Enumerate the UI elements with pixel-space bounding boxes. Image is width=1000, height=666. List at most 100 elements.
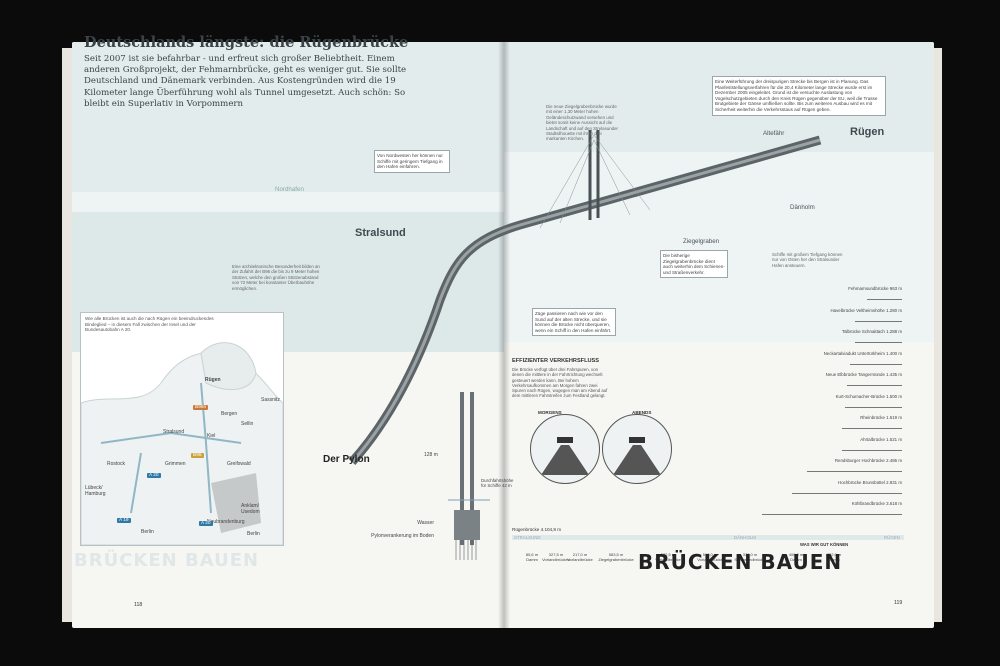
town-kiel: Kiel bbox=[207, 433, 216, 439]
segment-length: 406,0 m bbox=[788, 552, 804, 557]
place-ruegen: Rügen bbox=[850, 126, 885, 138]
town-greifswald: Greifswald bbox=[227, 461, 251, 467]
road-b96n: B96n bbox=[193, 405, 209, 410]
bridge-row: Rendsburger Hochbrücke 2.486 m bbox=[760, 458, 902, 474]
segment-name: Vorlandbrücken bbox=[542, 557, 570, 562]
callout-old-bridge: Die bisherige Ziegelgrabenbrücke dient a… bbox=[660, 250, 728, 279]
road-b96: B96 bbox=[191, 453, 204, 458]
callout-east: Schiffe mit großem Tiefgang können nur v… bbox=[772, 252, 843, 268]
bridge-length: 1.400 m bbox=[886, 350, 902, 356]
segment-length: 85,6 m bbox=[525, 552, 539, 557]
map-graphic bbox=[81, 342, 283, 545]
bridge-name-text: Fehmarnsundbrücke bbox=[848, 286, 889, 291]
end-stralsund: STRALSUND bbox=[514, 535, 541, 540]
bridge-row: Talbrücke Schnaittach 1.288 m bbox=[760, 329, 902, 345]
bridge-name-text: Rendsburger Hochbrücke bbox=[834, 458, 885, 463]
bridge-length-bar bbox=[842, 428, 902, 429]
segment-length: 327,5 m bbox=[548, 552, 564, 557]
place-daenholm: Dänholm bbox=[790, 204, 815, 211]
bridge-row: Ahrtalbrücke 1.521 m bbox=[760, 437, 902, 453]
pylon-clearance: Durchfahrtshöhe für Schiffe 42 m bbox=[481, 478, 514, 488]
bridge-name-text: Hochbrücke Brunsbüttel bbox=[838, 479, 885, 485]
bridge-name-text: Havelbrücke Veltheimshöhe bbox=[830, 307, 885, 313]
place-ziegelgraben: Ziegelgraben bbox=[683, 238, 720, 245]
bridge-row: Rheinbrücke 1.519 m bbox=[760, 415, 902, 431]
location-map: Wie alle Brücken ist auch die nach Rügen… bbox=[80, 312, 284, 546]
bridge-name-text: Neue Elbbrücke Tangermünde bbox=[825, 372, 885, 377]
segment-name: Vorlandbrücke bbox=[655, 557, 681, 562]
bridge-length-bar bbox=[807, 471, 902, 472]
bridge-name-text: Kurt-Schumacher-Brücke bbox=[835, 393, 885, 399]
bridge-length-bar bbox=[762, 514, 902, 515]
page-number-right: 119 bbox=[894, 600, 903, 606]
segment-length: 339,0 m bbox=[742, 552, 758, 557]
bridge-row: Fehmarnsundbrücke 963 m bbox=[760, 286, 902, 302]
segment-length: 217,0 m bbox=[572, 552, 588, 557]
bridge-length: 3.618 m bbox=[886, 501, 902, 506]
segment-name: Strelasundbrücke bbox=[734, 557, 766, 562]
ghost-heading: BRÜCKEN BAUEN bbox=[74, 550, 260, 571]
town-ruegen: Rügen bbox=[205, 377, 221, 383]
bridge-name: Kurt-Schumacher-Brücke 1.500 m bbox=[836, 394, 902, 399]
ruegen-profile-bar bbox=[512, 535, 904, 540]
traffic-text: Die Brücke verfügt über drei Fahrspuren,… bbox=[512, 367, 608, 399]
town-anklam: Anklam/ Usedom bbox=[241, 503, 260, 515]
callout-bergen: Eine Weiterführung der dreispurigen Stre… bbox=[712, 76, 886, 116]
bridge-length: 1.435 m bbox=[886, 372, 902, 377]
bridge-length-bar bbox=[847, 385, 902, 386]
segment-length: 532,5 m bbox=[660, 552, 676, 557]
ruegen-profile-label: Rügenbrücke 4.104,8 m bbox=[512, 527, 562, 532]
segment-length: 732,0 m bbox=[826, 552, 842, 557]
pylon-anchor: Pylonverankerung im Boden bbox=[371, 533, 434, 539]
bridge-length: 1.521 m bbox=[886, 436, 902, 442]
bridge-length: 1.500 m bbox=[886, 393, 902, 399]
place-altefaehr: Altefähr bbox=[763, 130, 785, 137]
bridge-name-text: Rheinbrücke bbox=[860, 415, 885, 420]
bridge-name-text: Köhlbrandbrücke bbox=[851, 501, 885, 506]
callout-northwest: Von Nordwesten her können nur Schiffe mi… bbox=[374, 150, 450, 173]
bridge-row: Hochbrücke Brunsbüttel 2.831 m bbox=[760, 480, 902, 496]
town-berlin-west: Berlin bbox=[141, 529, 154, 535]
bridge-name: Rheinbrücke 1.519 m bbox=[860, 415, 902, 420]
bridge-name: Hochbrücke Brunsbüttel 2.831 m bbox=[838, 480, 902, 485]
bridge-name: Talbrücke Schnaittach 1.288 m bbox=[842, 329, 902, 334]
bridge-length-bar bbox=[792, 492, 902, 494]
bridge-length: 1.288 m bbox=[886, 329, 902, 334]
bridge-length: 1.280 m bbox=[886, 307, 902, 313]
bridge-length-bar bbox=[844, 406, 902, 408]
bridge-name: Neue Elbbrücke Tangermünde 1.435 m bbox=[826, 372, 902, 377]
road-a19: A 19 bbox=[117, 518, 131, 523]
callout-ziegelgraben-new: Die neue Ziegelgrabenbrücke wurde mit ei… bbox=[546, 104, 619, 142]
segment-name: Vorlandbrücke bbox=[567, 557, 593, 562]
bridge-name-text: Ahrtalbrücke bbox=[860, 436, 885, 442]
town-neubrandenburg: Neubrandenburg bbox=[207, 519, 245, 525]
callout-trains: Züge passieren nach wie vor den Sund auf… bbox=[532, 308, 616, 337]
intro-text: Seit 2007 ist sie befahrbar - und erfreu… bbox=[84, 54, 407, 109]
bridge-length: 2.486 m bbox=[886, 458, 902, 463]
end-daenholm: DÄNHOLM bbox=[734, 535, 756, 540]
morning-lanes bbox=[530, 414, 600, 484]
bridge-length-bar bbox=[849, 363, 902, 365]
bridge-row: Neue Elbbrücke Tangermünde 1.435 m bbox=[760, 372, 902, 388]
bridge-length: 1.519 m bbox=[886, 415, 902, 420]
bridge-length: 963 m bbox=[889, 286, 902, 291]
bridge-name-text: Talbrücke Schnaittach bbox=[841, 329, 885, 334]
bridge-length: 2.831 m bbox=[886, 479, 902, 485]
town-stralsund: Stralsund bbox=[163, 429, 185, 435]
bridge-length-bar bbox=[867, 299, 902, 300]
pylon-title: Der Pylon bbox=[323, 454, 370, 465]
road-a20-south: A 20 bbox=[199, 521, 213, 526]
town-bergen: Bergen bbox=[221, 411, 238, 417]
town-grimmen: Grimmen bbox=[165, 461, 186, 467]
segment-name: Damm bbox=[790, 557, 802, 562]
bridge-row: Neckartalviadukt Untertürkheim 1.400 m bbox=[760, 351, 902, 367]
town-sellin: Sellin bbox=[241, 421, 254, 427]
